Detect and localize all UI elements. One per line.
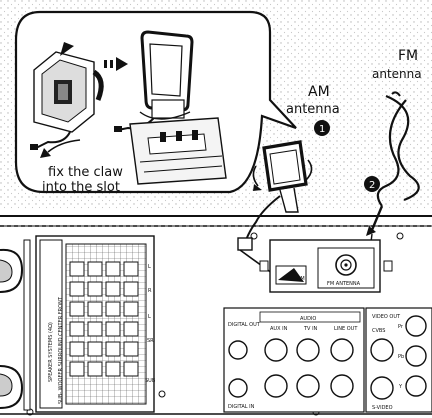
panel-screw — [158, 390, 166, 398]
fix-claw-label-line1: fix the claw — [48, 165, 123, 180]
am-plug — [237, 237, 253, 251]
digital-out-label: DIGITAL OUT — [228, 322, 261, 328]
step-1-label: 1 — [319, 124, 325, 135]
speaker-row-label: SUB — [145, 378, 156, 384]
video-jack — [405, 315, 427, 337]
rear-panel: SPEAKER SYSTEMS (4Ω) SUB- WOOFER SURROUN… — [0, 215, 432, 416]
speaker-row-label: L — [148, 314, 151, 320]
am-loop-antenna-icon — [114, 30, 194, 132]
av-connector-block: AUDIO DIGITAL OUT AUX IN TV IN LINE OUT … — [223, 307, 432, 413]
video-y-label: Y — [398, 384, 403, 390]
rca-jack — [330, 374, 354, 398]
fix-claw-label-line2: into the slot — [42, 180, 120, 195]
am-loop-antenna — [237, 140, 313, 280]
am-jack-label: AM — [297, 276, 305, 282]
am-cable — [245, 195, 281, 241]
line-out-label: LINE OUT — [334, 326, 358, 332]
speaker-row-label: L — [148, 264, 151, 270]
rca-jack — [296, 374, 320, 398]
fm-antenna-label-line1: FM — [398, 48, 418, 64]
claw-slot-detail-icon — [129, 117, 227, 185]
rca-jack — [330, 338, 354, 362]
video-jack — [405, 345, 427, 367]
video-cvbs-label: CVBS — [372, 328, 385, 334]
speaker-columns-label: SUB- WOOFER SURROUND CENTER FRONT — [58, 296, 64, 404]
am-antenna-stand-icon — [30, 42, 104, 150]
panel-screw — [396, 232, 404, 240]
video-pr-label: Pr — [398, 324, 404, 330]
speaker-terminal-block: SPEAKER SYSTEMS (4Ω) SUB- WOOFER SURROUN… — [35, 235, 156, 413]
video-pb-label: Pb — [398, 354, 404, 360]
video-jack — [370, 376, 394, 400]
step-2-label: 2 — [369, 180, 375, 191]
am-antenna-label-line1: AM — [308, 84, 330, 100]
audio-group-label: AUDIO — [300, 316, 316, 322]
video-jack — [405, 375, 427, 397]
rca-jack — [296, 338, 320, 362]
tv-in-label: TV IN — [303, 326, 318, 332]
speaker-row-label: SR — [147, 338, 154, 344]
panel-screw — [250, 232, 258, 240]
antenna-input-panel: AM FM ANTENNA — [259, 239, 393, 293]
digital-in-label: DIGITAL IN — [228, 404, 255, 410]
aux-in-label: AUX IN — [270, 326, 288, 332]
pointer-arrowhead-icon — [40, 148, 51, 158]
rca-jack — [264, 338, 288, 362]
video-jack — [370, 338, 394, 362]
rca-jack — [264, 374, 288, 398]
step-arrow-icon — [104, 57, 128, 71]
pointer-arrow-icon — [47, 139, 81, 153]
speaker-row-label: R — [148, 288, 152, 294]
rca-jack — [228, 378, 248, 398]
assembly-callout-bubble: fix the claw into the slot — [14, 10, 297, 195]
fm-jack-label: FM ANTENNA — [327, 281, 361, 287]
svideo-label: S-VIDEO — [372, 405, 393, 411]
step-1-badge: 1 — [314, 120, 330, 136]
rca-jack — [228, 340, 248, 360]
fm-antenna-label-line2: antenna — [372, 67, 422, 81]
left-edge-connector — [0, 248, 24, 409]
step-2-badge: 2 — [364, 176, 380, 192]
am-antenna-label-line2: antenna — [286, 102, 340, 117]
video-out-label: VIDEO OUT — [372, 314, 401, 320]
speaker-systems-title: SPEAKER SYSTEMS (4Ω) — [48, 322, 54, 382]
